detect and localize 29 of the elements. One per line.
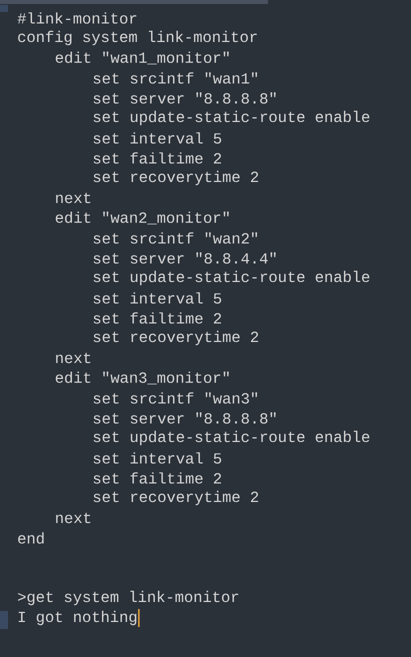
code-line: set failtime 2 bbox=[94, 312, 222, 324]
code-line: set interval 5 bbox=[94, 292, 222, 304]
code-line: set failtime 2 bbox=[94, 472, 222, 484]
code-line: next bbox=[56, 352, 90, 364]
code-line: edit "wan3_monitor" bbox=[56, 372, 229, 384]
code-line: config system link-monitor bbox=[18, 30, 257, 46]
code-line: set update-static-route enable bbox=[94, 110, 370, 126]
code-line: >get system link-monitor bbox=[18, 590, 238, 606]
code-line: set srcintf "wan3" bbox=[94, 392, 258, 404]
code-line: set recoverytime 2 bbox=[94, 170, 258, 186]
code-line: end bbox=[18, 532, 44, 544]
code-line: I got nothing bbox=[18, 610, 136, 626]
code-line: set recoverytime 2 bbox=[94, 490, 258, 506]
code-line: set recoverytime 2 bbox=[94, 330, 258, 346]
code-line: set interval 5 bbox=[94, 132, 222, 144]
code-line: next bbox=[56, 192, 90, 204]
code-line: set server "8.8.8.8" bbox=[94, 412, 276, 424]
code-line: set server "8.8.8.8" bbox=[94, 92, 276, 104]
code-line: edit "wan1_monitor" bbox=[56, 52, 229, 64]
code-line: set srcintf "wan1" bbox=[94, 72, 258, 84]
code-line: #link-monitor bbox=[18, 12, 136, 24]
code-line: edit "wan2_monitor" bbox=[56, 212, 229, 224]
code-line: set failtime 2 bbox=[94, 152, 222, 164]
code-line: set interval 5 bbox=[94, 452, 222, 464]
code-line: set srcintf "wan2" bbox=[94, 232, 258, 244]
code-line: set server "8.8.4.4" bbox=[94, 252, 276, 264]
code-line: set update-static-route enable bbox=[94, 430, 370, 446]
code-line: next bbox=[56, 512, 90, 524]
code-line: set update-static-route enable bbox=[94, 270, 370, 286]
